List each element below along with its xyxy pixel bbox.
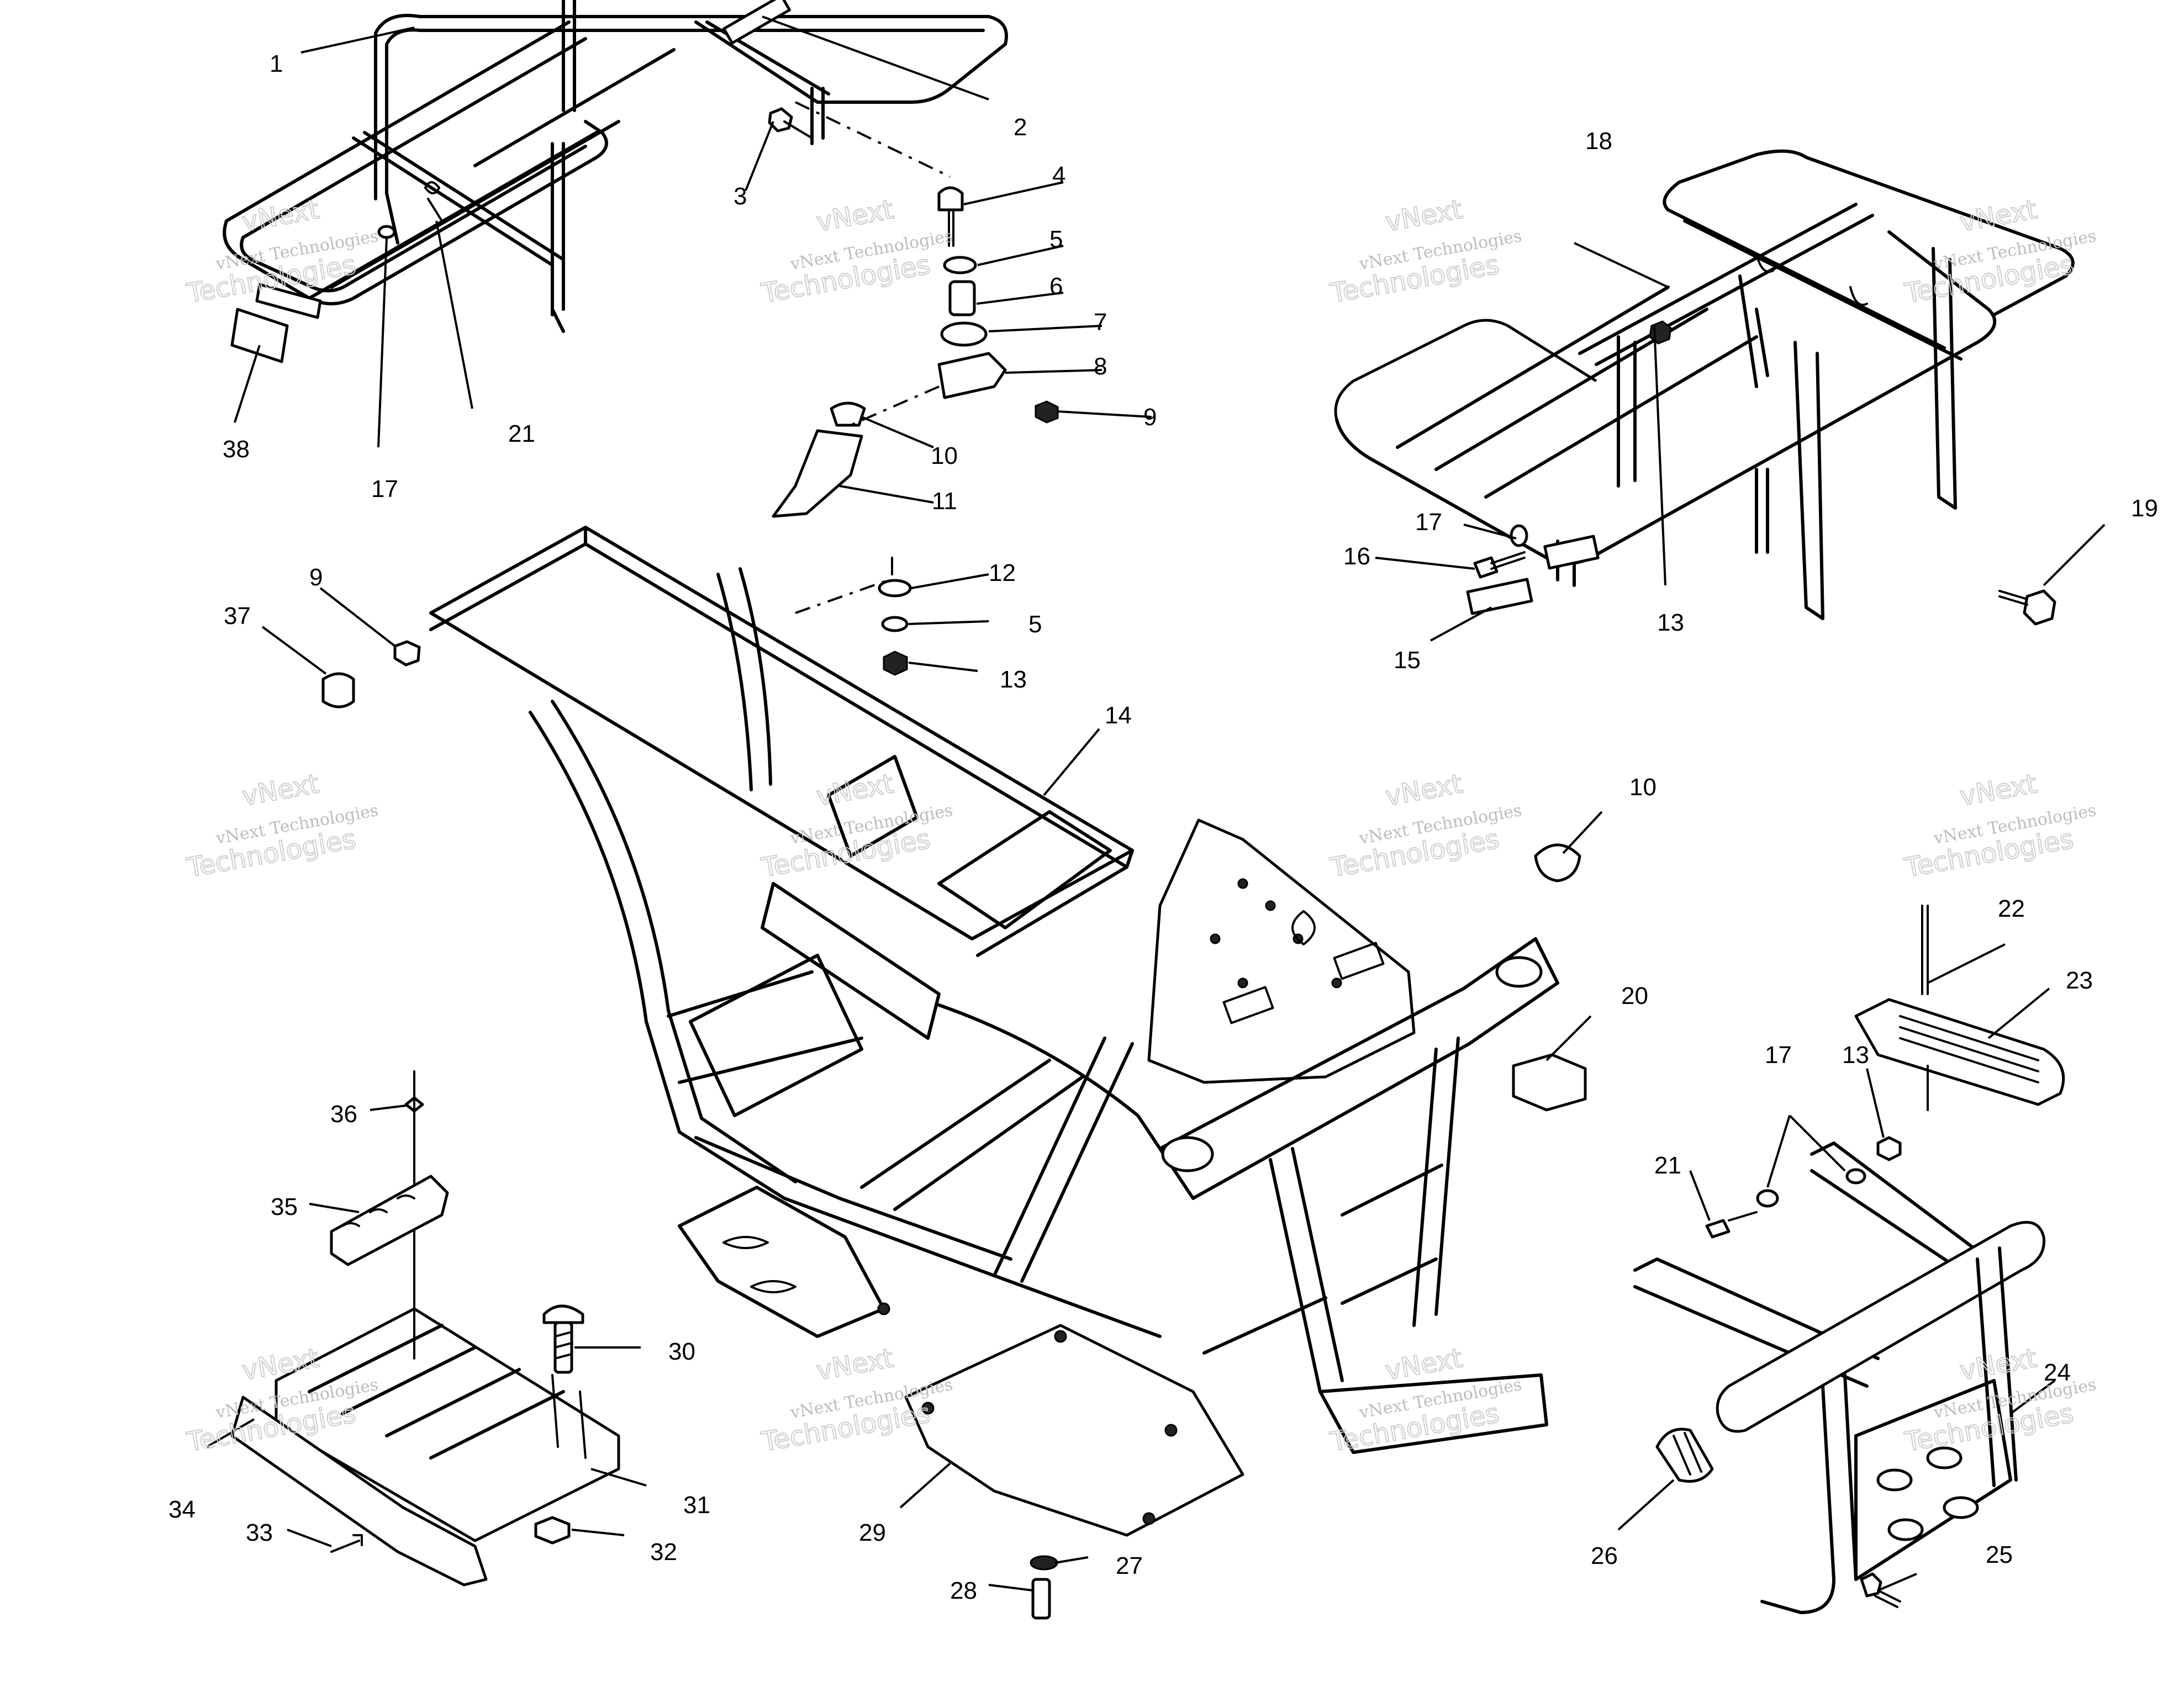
callout-3: 3 (734, 183, 747, 210)
callout-36: 36 (330, 1101, 357, 1128)
svg-text:vNext: vNext (814, 194, 896, 238)
callout-14: 14 (1105, 702, 1132, 729)
callout-32: 32 (650, 1539, 677, 1566)
svg-text:vNext: vNext (1958, 1342, 2039, 1387)
front-rack (1334, 149, 2075, 620)
callout-10: 10 (931, 442, 958, 469)
svg-text:vNext: vNext (240, 768, 321, 812)
fastener-27-28 (1030, 1555, 1058, 1620)
skid-plate-29 (904, 1324, 1244, 1537)
callout-21b: 21 (1654, 1152, 1681, 1179)
svg-text:vNext: vNext (1383, 768, 1465, 812)
rear-rack (223, 0, 1008, 333)
watermark-7: vNext vNext Technologies Technologies (1327, 768, 1523, 884)
clip-35 (330, 1175, 449, 1266)
callout-28: 28 (950, 1577, 977, 1604)
callout-18: 18 (1585, 128, 1612, 155)
callout-5: 5 (1049, 226, 1063, 253)
svg-text:vNext: vNext (240, 194, 321, 238)
svg-text:vNext: vNext (1958, 194, 2039, 238)
callout-26: 26 (1591, 1542, 1618, 1569)
callout-13: 13 (1000, 666, 1027, 693)
pad-20 (1512, 1053, 1587, 1112)
cap-37 (321, 672, 355, 709)
callout-11: 11 (932, 488, 957, 515)
watermark-2: vNext vNext Technologies Technologies (758, 193, 954, 310)
leader-lines (206, 15, 2106, 1592)
callout-13b: 13 (1657, 609, 1684, 636)
callout-15: 15 (1394, 647, 1421, 674)
callout-21: 21 (508, 420, 535, 447)
callout-17b: 17 (1415, 509, 1442, 536)
callout-24: 24 (2044, 1359, 2071, 1386)
callout-13c: 13 (1842, 1042, 1869, 1069)
watermark-12: vNext vNext Technologies Technologies (1902, 1342, 2098, 1458)
nut-32 (534, 1516, 571, 1545)
callout-22: 22 (1998, 895, 2025, 922)
bolt-21 (424, 181, 443, 222)
svg-text:vNext: vNext (814, 768, 896, 812)
bumper-cap-26 (1655, 1428, 1714, 1483)
watermark-4: vNext vNext Technologies Technologies (1902, 193, 2098, 310)
mount-hardware-stack (768, 101, 1059, 676)
callout-33: 33 (246, 1519, 273, 1546)
bolt-25 (1860, 1572, 1901, 1608)
callout-9b: 9 (309, 564, 323, 591)
callout-6: 6 (1049, 273, 1063, 300)
washer-17 (377, 225, 396, 239)
nut-9-left (393, 640, 421, 667)
callout-2: 2 (1014, 114, 1027, 141)
svg-text:vNext: vNext (1383, 194, 1465, 238)
callout-labels: 1 2 3 4 5 6 7 8 9 10 11 12 5 13 9 37 14 … (168, 50, 2158, 1604)
watermark-3: vNext vNext Technologies Technologies (1327, 193, 1523, 310)
rivet-33 (330, 1534, 363, 1553)
callout-31: 31 (683, 1492, 710, 1519)
svg-text:vNext: vNext (1383, 1342, 1465, 1387)
footpeg-23 (1854, 905, 2065, 1111)
watermark-11: vNext vNext Technologies Technologies (1327, 1342, 1523, 1458)
callout-10b: 10 (1629, 774, 1657, 801)
svg-text:vNext: vNext (814, 1342, 896, 1387)
callout-12: 12 (989, 559, 1016, 586)
callout-23: 23 (2066, 967, 2093, 994)
callout-17c: 17 (1765, 1042, 1792, 1069)
callout-9: 9 (1143, 404, 1157, 431)
callout-8: 8 (1094, 353, 1107, 380)
callout-35: 35 (271, 1193, 298, 1220)
main-frame (429, 526, 1559, 1454)
reflector-38 (230, 283, 322, 363)
watermark-5: vNext vNext Technologies Technologies (184, 768, 380, 884)
bolt-30 (542, 1304, 584, 1374)
callout-37: 37 (224, 602, 251, 630)
callout-25: 25 (1986, 1541, 2013, 1568)
watermarks: vNext vNext Technologies Technologies vN… (184, 193, 2098, 1458)
watermark-8: vNext vNext Technologies Technologies (1902, 768, 2098, 884)
callout-1: 1 (270, 50, 283, 77)
callout-34: 34 (168, 1496, 196, 1523)
callout-38: 38 (223, 436, 250, 463)
callout-4: 4 (1052, 162, 1065, 189)
callout-7: 7 (1094, 309, 1107, 336)
callout-19: 19 (2131, 495, 2158, 522)
callout-27: 27 (1116, 1552, 1143, 1579)
callout-17: 17 (371, 475, 398, 503)
watermark-6: vNext vNext Technologies Technologies (758, 768, 954, 884)
callout-30: 30 (668, 1338, 695, 1365)
front-rack-hardware (1466, 320, 2056, 626)
callout-29: 29 (859, 1519, 886, 1546)
callout-5b: 5 (1028, 611, 1042, 638)
callout-20: 20 (1621, 982, 1648, 1009)
callout-16: 16 (1343, 543, 1370, 570)
watermark-1: vNext vNext Technologies Technologies (184, 193, 380, 310)
svg-text:vNext: vNext (1958, 768, 2039, 812)
washer-nut-17-13-right (1705, 1136, 1902, 1239)
front-bumper-24 (1633, 1141, 2045, 1614)
plug-10-right (1534, 843, 1581, 882)
